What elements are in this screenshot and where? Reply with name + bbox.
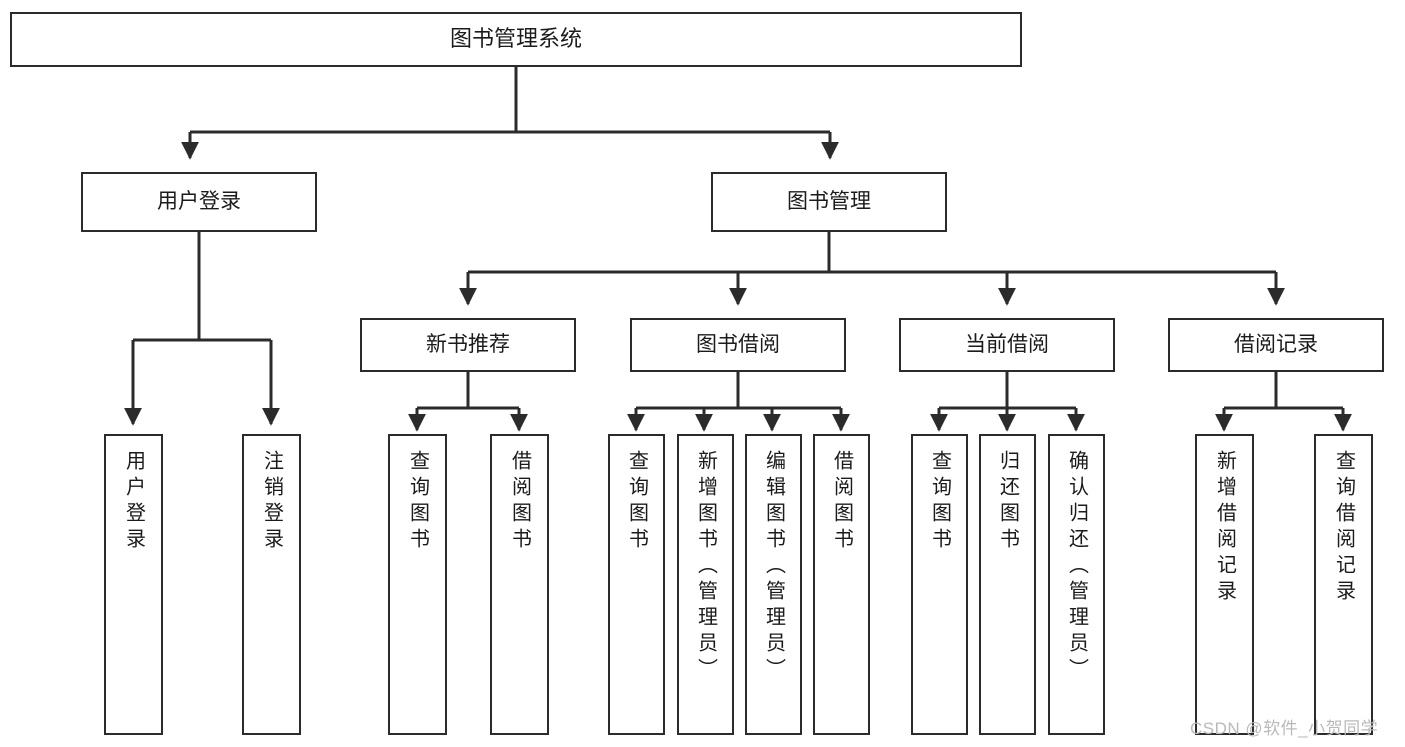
node-label: 查询图书	[625, 450, 648, 554]
leaf-borrow-book-recommend[interactable]: 借阅图书	[490, 434, 549, 735]
node-new-book-recommend[interactable]: 新书推荐	[360, 318, 576, 372]
node-label: 用户登录	[122, 450, 145, 554]
node-label: 确认归还（管理员）	[1065, 450, 1088, 684]
leaf-query-borrow-record[interactable]: 查询借阅记录	[1314, 434, 1373, 735]
node-label: 图书管理系统	[449, 26, 582, 52]
leaf-add-borrow-record[interactable]: 新增借阅记录	[1195, 434, 1254, 735]
leaf-user-login[interactable]: 用户登录	[104, 434, 163, 735]
leaf-query-book-recommend[interactable]: 查询图书	[388, 434, 447, 735]
node-book-borrow[interactable]: 图书借阅	[630, 318, 846, 372]
node-current-borrow[interactable]: 当前借阅	[899, 318, 1115, 372]
node-label: 查询借阅记录	[1332, 450, 1355, 606]
node-label: 查询图书	[928, 450, 951, 554]
leaf-borrow-book[interactable]: 借阅图书	[813, 434, 870, 735]
node-label: 查询图书	[406, 450, 429, 554]
node-label: 新增借阅记录	[1213, 450, 1236, 606]
node-label: 图书借阅	[696, 333, 780, 357]
node-book-management[interactable]: 图书管理	[711, 172, 947, 232]
node-label: 注销登录	[260, 450, 283, 554]
node-label: 图书管理	[787, 190, 871, 214]
node-label: 新增图书（管理员）	[694, 450, 717, 684]
leaf-query-book-borrow[interactable]: 查询图书	[608, 434, 665, 735]
leaf-confirm-return-admin[interactable]: 确认归还（管理员）	[1048, 434, 1105, 735]
leaf-logout-login[interactable]: 注销登录	[242, 434, 301, 735]
leaf-add-book-admin[interactable]: 新增图书（管理员）	[677, 434, 734, 735]
leaf-edit-book-admin[interactable]: 编辑图书（管理员）	[745, 434, 802, 735]
node-label: 归还图书	[996, 450, 1019, 554]
node-label: 借阅图书	[508, 450, 531, 554]
node-label: 新书推荐	[426, 333, 510, 357]
node-label: 用户登录	[157, 190, 241, 214]
node-label: 借阅记录	[1234, 333, 1318, 357]
node-label: 编辑图书（管理员）	[762, 450, 785, 684]
node-user-login[interactable]: 用户登录	[81, 172, 317, 232]
csdn-watermark: CSDN @软件_小贺同学	[1190, 719, 1379, 738]
leaf-query-book-current[interactable]: 查询图书	[911, 434, 968, 735]
node-book-management-system[interactable]: 图书管理系统	[10, 12, 1022, 67]
node-label: 当前借阅	[965, 333, 1049, 357]
node-label: 借阅图书	[830, 450, 853, 554]
leaf-return-book[interactable]: 归还图书	[979, 434, 1036, 735]
node-borrow-record[interactable]: 借阅记录	[1168, 318, 1384, 372]
